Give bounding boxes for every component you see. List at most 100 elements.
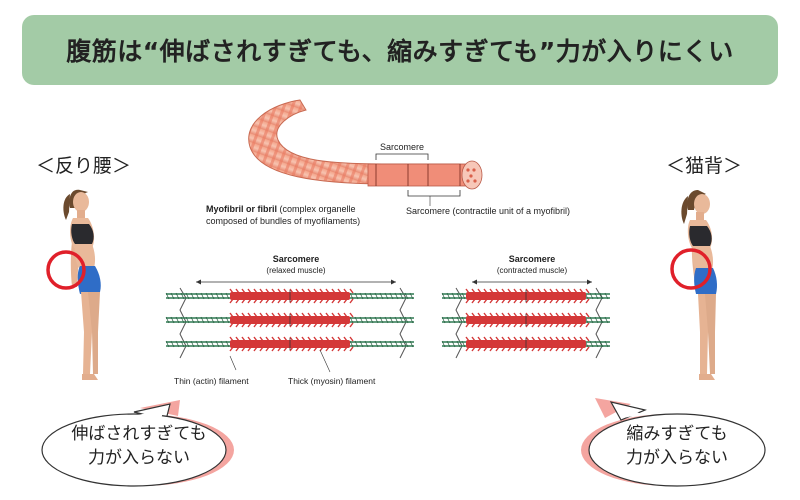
myosin-head [489,288,494,294]
myosin-head [537,346,542,352]
myosin-head [525,322,530,328]
myosin-head [229,298,234,304]
actin-twist [165,340,170,348]
actin-twist [175,316,180,324]
myosin-head [519,336,524,342]
myosin-head [343,346,348,352]
myosin-head [331,298,336,304]
actin-twist [225,316,230,324]
myosin-head [247,322,252,328]
contracted-title: Sarcomere [509,254,556,264]
myosin-head [229,312,234,318]
myosin-head [585,322,590,328]
myosin-head [525,346,530,352]
myosin-head [229,288,234,294]
myosin-head [325,322,330,328]
myosin-head [295,288,300,294]
myosin-head [465,312,470,318]
actin-twist [225,340,230,348]
myosin-head [549,336,554,342]
myosin-head [313,346,318,352]
myosin-head [277,346,282,352]
actin-twist [409,292,414,300]
myosin-head [313,312,318,318]
myosin-head [573,336,578,342]
actin-twist [389,316,394,324]
thick-filament-label: Thick (myosin) filament [288,376,376,386]
myosin-head [483,298,488,304]
myosin-head [295,298,300,304]
actin-twist [205,292,210,300]
myosin-head [531,298,536,304]
actin-twist [210,292,215,300]
actin-twist [369,340,374,348]
myosin-head [313,336,318,342]
myosin-head [289,288,294,294]
myosin-head [337,336,342,342]
myosin-head [271,336,276,342]
myosin-head [549,346,554,352]
myosin-head [253,312,258,318]
myosin-head [519,312,524,318]
myosin-head [525,298,530,304]
actin-twist [215,316,220,324]
myosin-head [349,322,354,328]
actin-twist [369,292,374,300]
myosin-head [501,298,506,304]
myosin-head [283,312,288,318]
abdomen-highlight-circle-left [46,250,86,290]
actin-twist [220,340,225,348]
actin-twist [599,340,604,348]
actin-twist [399,340,404,348]
sarcomere-bands [375,164,461,186]
myosin-head [561,346,566,352]
myosin-head [555,346,560,352]
myosin-head [289,312,294,318]
myosin-head [277,322,282,328]
myosin-head [531,312,536,318]
myosin-head [477,346,482,352]
myosin-head [319,312,324,318]
myosin-head [555,288,560,294]
myosin-head [313,298,318,304]
myosin-head [465,288,470,294]
contracted-sarcomere [441,287,610,359]
myosin-head [247,288,252,294]
myosin-head [253,298,258,304]
myosin-head [253,346,258,352]
myosin-head [561,312,566,318]
myosin-head [471,288,476,294]
myosin-head [495,312,500,318]
actin-twist [190,292,195,300]
myosin-head [549,322,554,328]
myosin-head [537,322,542,328]
myosin-head [319,288,324,294]
myosin-head [465,346,470,352]
myosin-head [229,346,234,352]
myosin-head [525,336,530,342]
actin-twist [364,340,369,348]
myosin-head [531,322,536,328]
myosin-head [585,298,590,304]
actin-twist [190,340,195,348]
actin-twist [589,292,594,300]
actin-twist [409,340,414,348]
sarcomere-top-label: Sarcomere [380,142,424,152]
bubble-left-line2: 力が入らない [88,448,190,468]
myosin-head [235,336,240,342]
myosin-head [573,346,578,352]
bubble-shape-right [581,398,766,487]
myosin-head [543,312,548,318]
myosin-head [301,288,306,294]
page-title: 腹筋は“伸ばされすぎても、縮みすぎても”力が入りにくい [66,37,734,66]
myosin-head [501,346,506,352]
myosin-head [349,298,354,304]
myosin-head [319,322,324,328]
myosin-head [259,312,264,318]
actin-twist [404,340,409,348]
myosin-head [495,298,500,304]
myosin-head [465,336,470,342]
myosin-head [489,322,494,328]
myosin-head [555,312,560,318]
actin-twist [446,316,451,324]
